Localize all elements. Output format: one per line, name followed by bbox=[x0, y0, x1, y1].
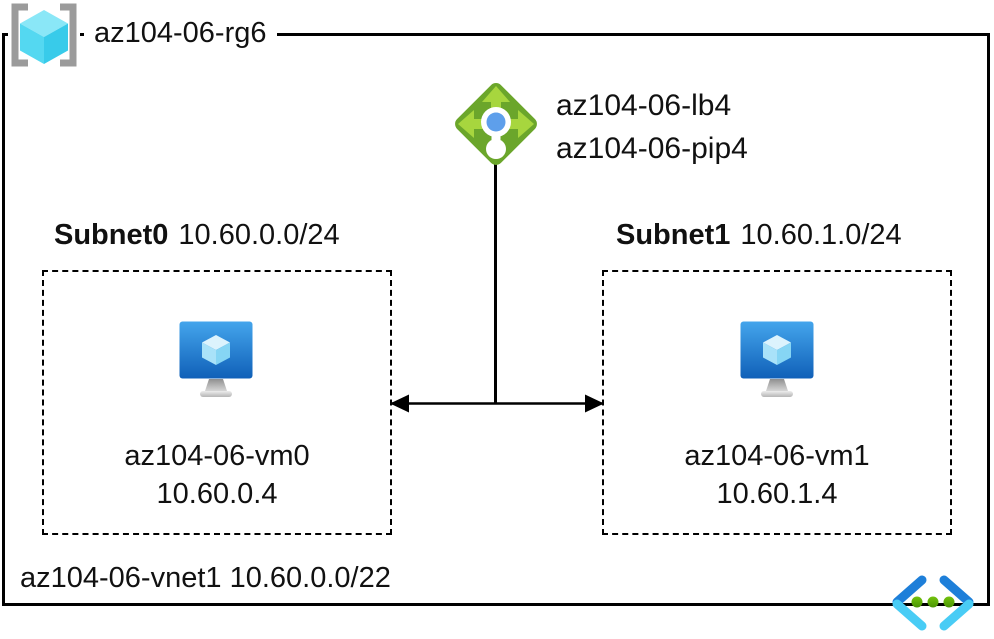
vnet-chevron-left-bottom bbox=[892, 599, 927, 631]
vnet-dot bbox=[943, 596, 955, 608]
lb-center-dot bbox=[486, 112, 506, 132]
load-balancer-name: az104-06-lb4 bbox=[556, 89, 732, 122]
virtual-machine-icon bbox=[740, 321, 814, 397]
vm1-ip: 10.60.1.4 bbox=[716, 478, 838, 510]
vm0-ip: 10.60.0.4 bbox=[156, 478, 278, 510]
resource-group-label: az104-06-rg6 bbox=[84, 13, 277, 53]
vm-cube-right-face bbox=[777, 342, 791, 365]
lb-node bbox=[486, 139, 506, 159]
cube-right-face bbox=[44, 23, 68, 64]
load-balancer-icon bbox=[455, 83, 537, 165]
vm-stand bbox=[766, 379, 788, 391]
vm-base bbox=[200, 391, 232, 397]
resource-group-boundary bbox=[2, 33, 990, 606]
subnet0-cidr: 10.60.0.0/24 bbox=[178, 219, 340, 251]
subnet1-label: Subnet1 10.60.1.0/24 bbox=[616, 219, 902, 252]
vnet-chevron-right-top bbox=[939, 575, 974, 607]
vm-base bbox=[761, 391, 793, 397]
cube-left-face bbox=[20, 23, 44, 64]
vm-cube-right-face bbox=[216, 342, 230, 365]
virtual-network-icon bbox=[892, 575, 974, 631]
resource-group-icon bbox=[8, 3, 80, 67]
vnet-label: az104-06-vnet1 10.60.0.0/22 bbox=[20, 562, 391, 594]
vnet-dot bbox=[927, 596, 939, 608]
subnet1-name: Subnet1 bbox=[616, 219, 731, 251]
subnet0-name: Subnet0 bbox=[54, 219, 169, 251]
vm1-name: az104-06-vm1 bbox=[684, 440, 870, 472]
subnet0-label: Subnet0 10.60.0.0/24 bbox=[54, 219, 340, 252]
vnet-chevron-left-top bbox=[892, 575, 927, 607]
vm-cube-left-face bbox=[202, 342, 216, 365]
vm0-caption: az104-06-vm0 10.60.0.4 bbox=[42, 437, 392, 513]
load-balancer-labels: az104-06-lb4 az104-06-pip4 bbox=[556, 84, 748, 170]
bracket-right bbox=[60, 3, 77, 67]
public-ip-name: az104-06-pip4 bbox=[556, 132, 748, 165]
vm0-name: az104-06-vm0 bbox=[124, 440, 310, 472]
subnet1-cidr: 10.60.1.0/24 bbox=[740, 219, 902, 251]
vnet-dot bbox=[911, 596, 923, 608]
vm-stand bbox=[205, 379, 227, 391]
vnet-chevron-right-bottom bbox=[939, 599, 974, 631]
virtual-machine-icon bbox=[179, 321, 253, 397]
vm-cube-left-face bbox=[763, 342, 777, 365]
vm1-caption: az104-06-vm1 10.60.1.4 bbox=[602, 437, 952, 513]
bracket-left bbox=[11, 3, 28, 67]
